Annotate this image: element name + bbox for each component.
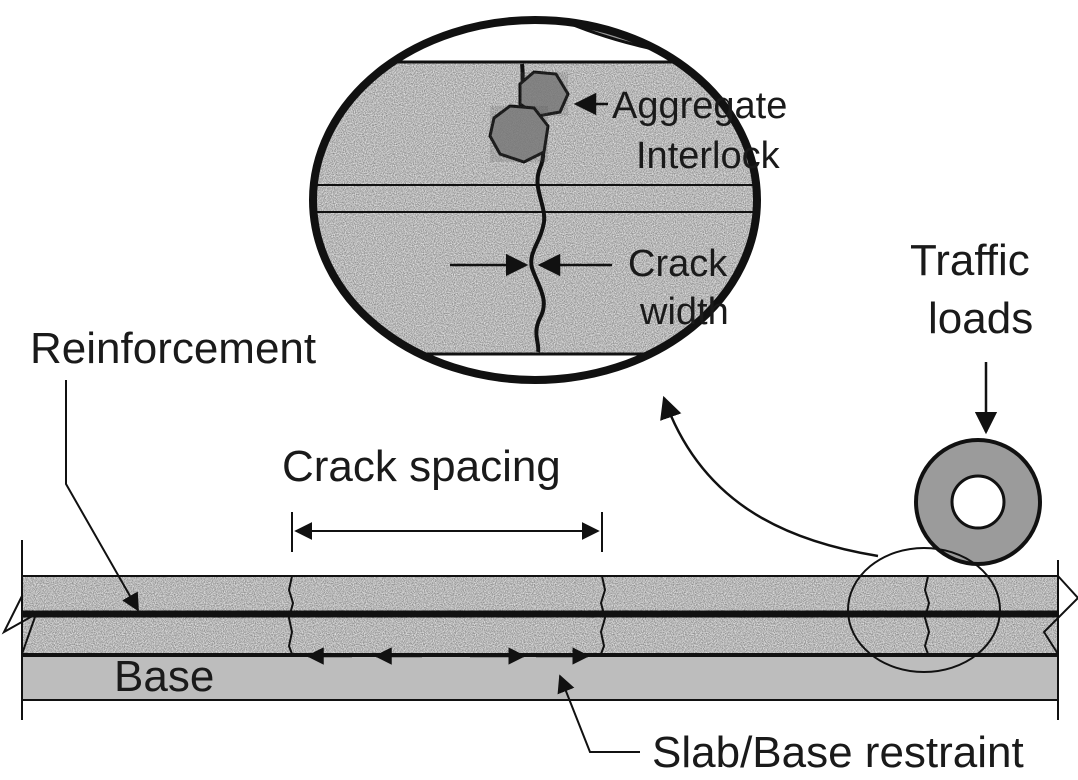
- wheel: [914, 438, 1042, 566]
- crack-spacing-label: Crack spacing: [282, 442, 561, 491]
- reinforcement-label: Reinforcement: [30, 324, 317, 373]
- aggregate-label-line1: Aggregate: [612, 85, 788, 127]
- aggregate-particles: [488, 70, 570, 164]
- focus-ellipse: [847, 547, 1001, 673]
- traffic-label-line1: Traffic: [910, 236, 1030, 285]
- crack-wheel: [923, 575, 931, 655]
- crack-right: [599, 575, 607, 655]
- aggregate-label-line2: Interlock: [636, 135, 780, 177]
- restraint-label: Slab/Base restraint: [652, 728, 1024, 777]
- crack-width-label-line2: width: [640, 291, 729, 333]
- magnify-arrow: [660, 395, 879, 558]
- base-label: Base: [114, 652, 215, 701]
- crack-width-label-line1: Crack: [628, 243, 728, 285]
- traffic-label-line2: loads: [928, 294, 1034, 343]
- magnified-ellipse-border: [309, 16, 761, 384]
- crack-spacing-dimension: [291, 512, 603, 552]
- restraint-leader: [557, 674, 640, 753]
- reinforcement-leader: [65, 380, 139, 612]
- magnified-view: [309, 16, 761, 384]
- crack-left: [287, 575, 295, 655]
- break-marks: [1, 540, 1078, 720]
- slab-cracks: [287, 575, 931, 655]
